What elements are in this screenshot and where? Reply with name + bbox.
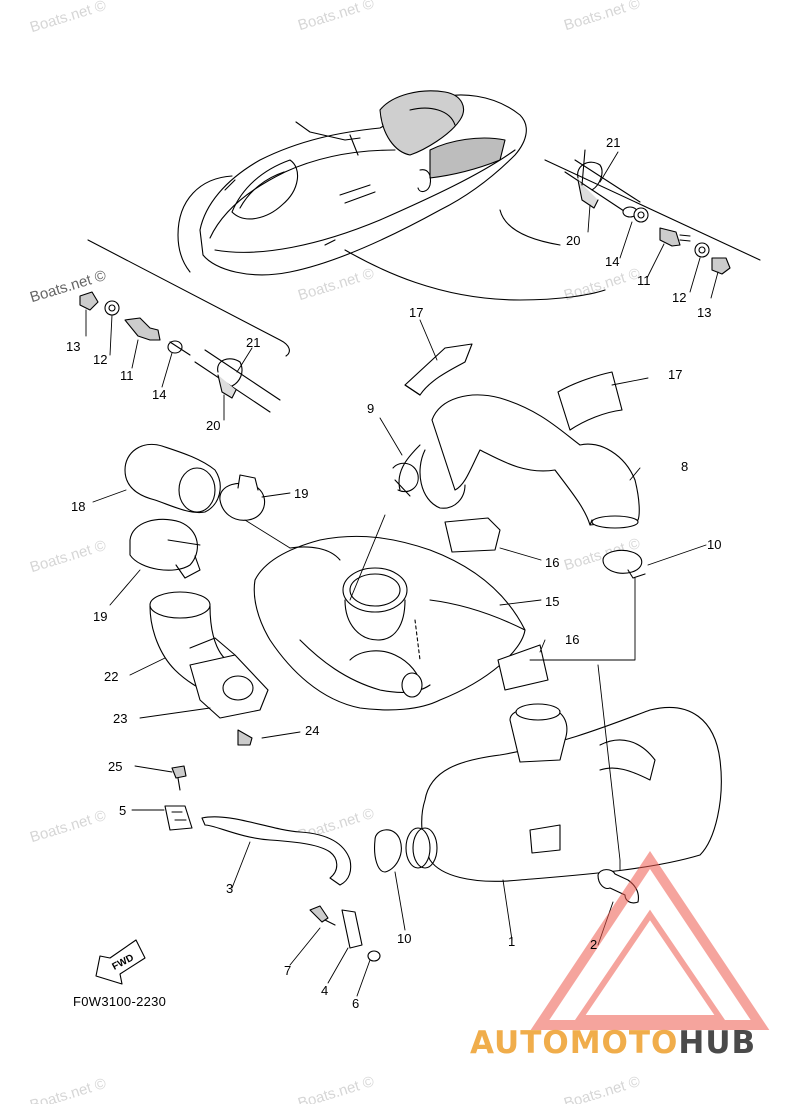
pad-17b bbox=[557, 371, 623, 431]
label-16: 16 bbox=[545, 555, 560, 570]
right-fitting-group bbox=[564, 149, 731, 275]
watercraft-outline bbox=[199, 90, 527, 276]
pad-16b bbox=[497, 644, 549, 691]
label-7: 7 bbox=[284, 963, 292, 978]
clamp-10a bbox=[602, 549, 643, 574]
hose-18 bbox=[124, 444, 221, 514]
label-5: 5 bbox=[119, 803, 127, 818]
washer-6 bbox=[367, 950, 381, 962]
fwd-arrow bbox=[95, 939, 146, 985]
label-17: 17 bbox=[409, 305, 424, 320]
leader-curve bbox=[177, 175, 233, 273]
bracket-4 bbox=[341, 909, 363, 949]
label-14: 14 bbox=[605, 254, 620, 269]
clamp-10b bbox=[374, 829, 402, 873]
label-4: 4 bbox=[321, 983, 329, 998]
label-6: 6 bbox=[352, 996, 360, 1011]
group-bracket bbox=[544, 159, 761, 261]
label-1: 1 bbox=[508, 934, 516, 949]
leader-lines bbox=[85, 151, 719, 997]
label-21: 21 bbox=[246, 335, 261, 350]
label-18: 18 bbox=[71, 499, 86, 514]
airbox-15 bbox=[253, 535, 526, 711]
label-14: 14 bbox=[152, 387, 167, 402]
label-10: 10 bbox=[397, 931, 412, 946]
clamp-9 bbox=[392, 462, 419, 493]
label-3: 3 bbox=[226, 881, 234, 896]
clamp-19a bbox=[219, 482, 266, 521]
group-bracket bbox=[87, 239, 290, 357]
label-20: 20 bbox=[566, 233, 581, 248]
brand-wordmark: AUTOMOTOHUB bbox=[470, 1025, 756, 1061]
hose-8 bbox=[398, 394, 640, 529]
brand-part-1: AUTOMOTO bbox=[470, 1025, 679, 1061]
label-8: 8 bbox=[681, 459, 689, 474]
label-19: 19 bbox=[93, 609, 108, 624]
gasket-23 bbox=[189, 654, 269, 719]
brand-part-2: HUB bbox=[678, 1025, 757, 1061]
label-12: 12 bbox=[93, 352, 108, 367]
label-11: 11 bbox=[637, 273, 651, 288]
label-9: 9 bbox=[367, 401, 375, 416]
label-11: 11 bbox=[120, 368, 134, 383]
label-13: 13 bbox=[697, 305, 712, 320]
label-13: 13 bbox=[66, 339, 81, 354]
label-21: 21 bbox=[606, 135, 621, 150]
diagram-code: F0W3100-2230 bbox=[73, 994, 167, 1009]
label-12: 12 bbox=[672, 290, 687, 305]
screw-25 bbox=[171, 765, 187, 779]
label-17: 17 bbox=[668, 367, 683, 382]
muffler-1 bbox=[405, 703, 722, 882]
pad-16a bbox=[444, 517, 501, 553]
group-bracket bbox=[499, 209, 561, 246]
leader-curve bbox=[344, 249, 606, 301]
pad-17a bbox=[404, 343, 473, 396]
bolt-7 bbox=[309, 905, 329, 923]
label-10: 10 bbox=[707, 537, 722, 552]
label-20: 20 bbox=[206, 418, 221, 433]
label-19: 19 bbox=[294, 486, 309, 501]
label-23: 23 bbox=[113, 711, 128, 726]
label-25: 25 bbox=[108, 759, 123, 774]
label-24: 24 bbox=[305, 723, 320, 738]
strap-3 bbox=[201, 816, 352, 886]
bolt-24 bbox=[237, 729, 253, 746]
bracket-5 bbox=[164, 805, 193, 831]
automotohub-logo-icon bbox=[530, 850, 770, 1030]
label-2: 2 bbox=[590, 937, 598, 952]
label-16: 16 bbox=[565, 632, 580, 647]
left-fitting-group bbox=[79, 291, 281, 413]
label-15: 15 bbox=[545, 594, 560, 609]
label-22: 22 bbox=[104, 669, 119, 684]
clamp-19b bbox=[129, 518, 198, 571]
